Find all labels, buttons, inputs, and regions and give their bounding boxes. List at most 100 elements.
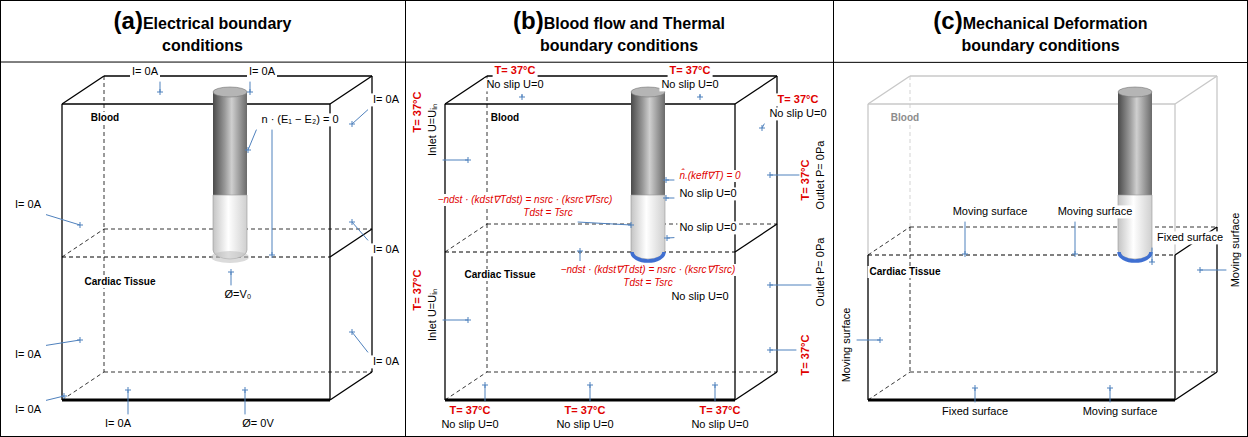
box-edge (104, 76, 105, 229)
boundary-label: No slip U=0 (677, 187, 738, 200)
temperature-label: T= 37°C (799, 158, 812, 203)
leader-line (1200, 270, 1226, 271)
leader-tick (663, 177, 669, 183)
boundary-label: Moving surface (1229, 211, 1242, 290)
panel-title: (c)Mechanical Deformation boundary condi… (898, 6, 1183, 56)
leader-tick (228, 269, 234, 275)
electrode-cap (211, 251, 249, 263)
box-edge (910, 227, 1217, 228)
box-edge (62, 399, 330, 402)
box-edge (329, 257, 330, 400)
boundary-label: Fixed surface (940, 405, 1010, 418)
box-edge (104, 372, 372, 373)
leader-line (46, 340, 80, 345)
box-edge (868, 399, 1175, 402)
leader-line (352, 222, 368, 240)
box-edge (330, 76, 372, 104)
temperature-label: T= 37°C (668, 64, 713, 77)
leader-tick (767, 282, 773, 288)
leader-tick (247, 89, 253, 95)
boundary-label: Moving surface (1081, 405, 1160, 418)
panel-letter: (c) (933, 7, 962, 34)
catheter (211, 87, 249, 263)
leader-tick (767, 347, 773, 353)
panel-heading: Mechanical Deformation boundary conditio… (961, 15, 1147, 54)
boundary-label: No slip U=0 (484, 78, 545, 91)
boundary-label: Moving surface (1056, 205, 1135, 218)
box-edge (868, 76, 910, 104)
leader-line (272, 130, 273, 255)
box-edge (735, 372, 777, 400)
leader-line (965, 222, 966, 254)
leader-tick (77, 222, 83, 228)
catheter (631, 87, 665, 261)
leader-tick (349, 219, 355, 225)
region-label: Cardiac Tissue (463, 269, 538, 281)
leader-tick (628, 222, 634, 228)
panel-letter: (a) (114, 7, 143, 34)
leader-line (46, 215, 80, 225)
region-label: Cardiac Tissue (83, 276, 158, 288)
region-label: Blood (89, 112, 121, 124)
domain-box (62, 76, 372, 400)
boundary-label: Outlet P= 0Pa (814, 139, 827, 212)
box-edge (444, 104, 445, 252)
boundary-label: I= 0A (371, 93, 401, 106)
panel: (b)Blood flow and Thermal boundary condi… (405, 0, 833, 437)
boundary-label: I= 0A (130, 65, 160, 78)
frame-line (405, 0, 406, 437)
leader-tick (465, 157, 471, 163)
boundary-label: Inlet U=Uᵢₙ (426, 287, 439, 343)
box-edge (445, 103, 735, 104)
box-edge (487, 224, 488, 372)
box-edge (61, 257, 62, 400)
box-edge (62, 229, 104, 257)
panel: (a)Electrical boundary conditions (0, 0, 405, 437)
domain-box (445, 76, 777, 400)
box-edge (445, 252, 735, 253)
leader-tick (349, 329, 355, 335)
leader-line (128, 390, 129, 414)
boundary-label: Inlet U=Uᵢₙ (426, 102, 439, 158)
box-edge (1174, 255, 1175, 400)
leader-tick (465, 317, 471, 323)
leader-tick (125, 387, 131, 393)
boundary-label: No slip U=0 (669, 290, 730, 303)
leader-tick (712, 382, 718, 388)
leader-tick (269, 252, 275, 258)
box-edge (910, 372, 1217, 373)
electrode-cap (1119, 252, 1151, 261)
box-edge (62, 76, 104, 104)
boundary-label: Ø=V₀ (223, 288, 254, 301)
equation-label: Tdst = Tsrc (621, 277, 674, 289)
boundary-label: I= 0A (103, 417, 133, 430)
box-edge (61, 104, 62, 257)
boundary-label: No slip U=0 (554, 418, 615, 431)
box-edge (444, 252, 445, 400)
leader-line (352, 110, 368, 124)
boundary-label: I= 0A (13, 198, 43, 211)
temperature-label: T= 37°C (776, 93, 821, 106)
boundary-label: I= 0A (13, 403, 43, 416)
leader-tick (962, 251, 968, 257)
leader-tick (482, 382, 488, 388)
panel: (c)Mechanical Deformation boundary condi… (833, 0, 1248, 437)
leader-line (857, 340, 880, 341)
boundary-label: Moving surface (951, 205, 1030, 218)
electrode-cap (632, 252, 664, 261)
box-edge (445, 76, 487, 104)
box-edge (330, 372, 372, 400)
leader-tick (349, 121, 355, 127)
temperature-label: T= 37°C (411, 90, 424, 135)
leader-tick (1149, 259, 1155, 265)
equation-label: Tdst = Tsrc (521, 207, 574, 219)
leader-line (245, 390, 246, 414)
leader-line (770, 285, 811, 286)
leader-line (443, 160, 468, 161)
box-edge (62, 257, 330, 258)
panel-header: (a)Electrical boundary conditions (0, 0, 405, 62)
temperature-label: T= 37°C (411, 268, 424, 313)
box-edge (867, 104, 868, 255)
